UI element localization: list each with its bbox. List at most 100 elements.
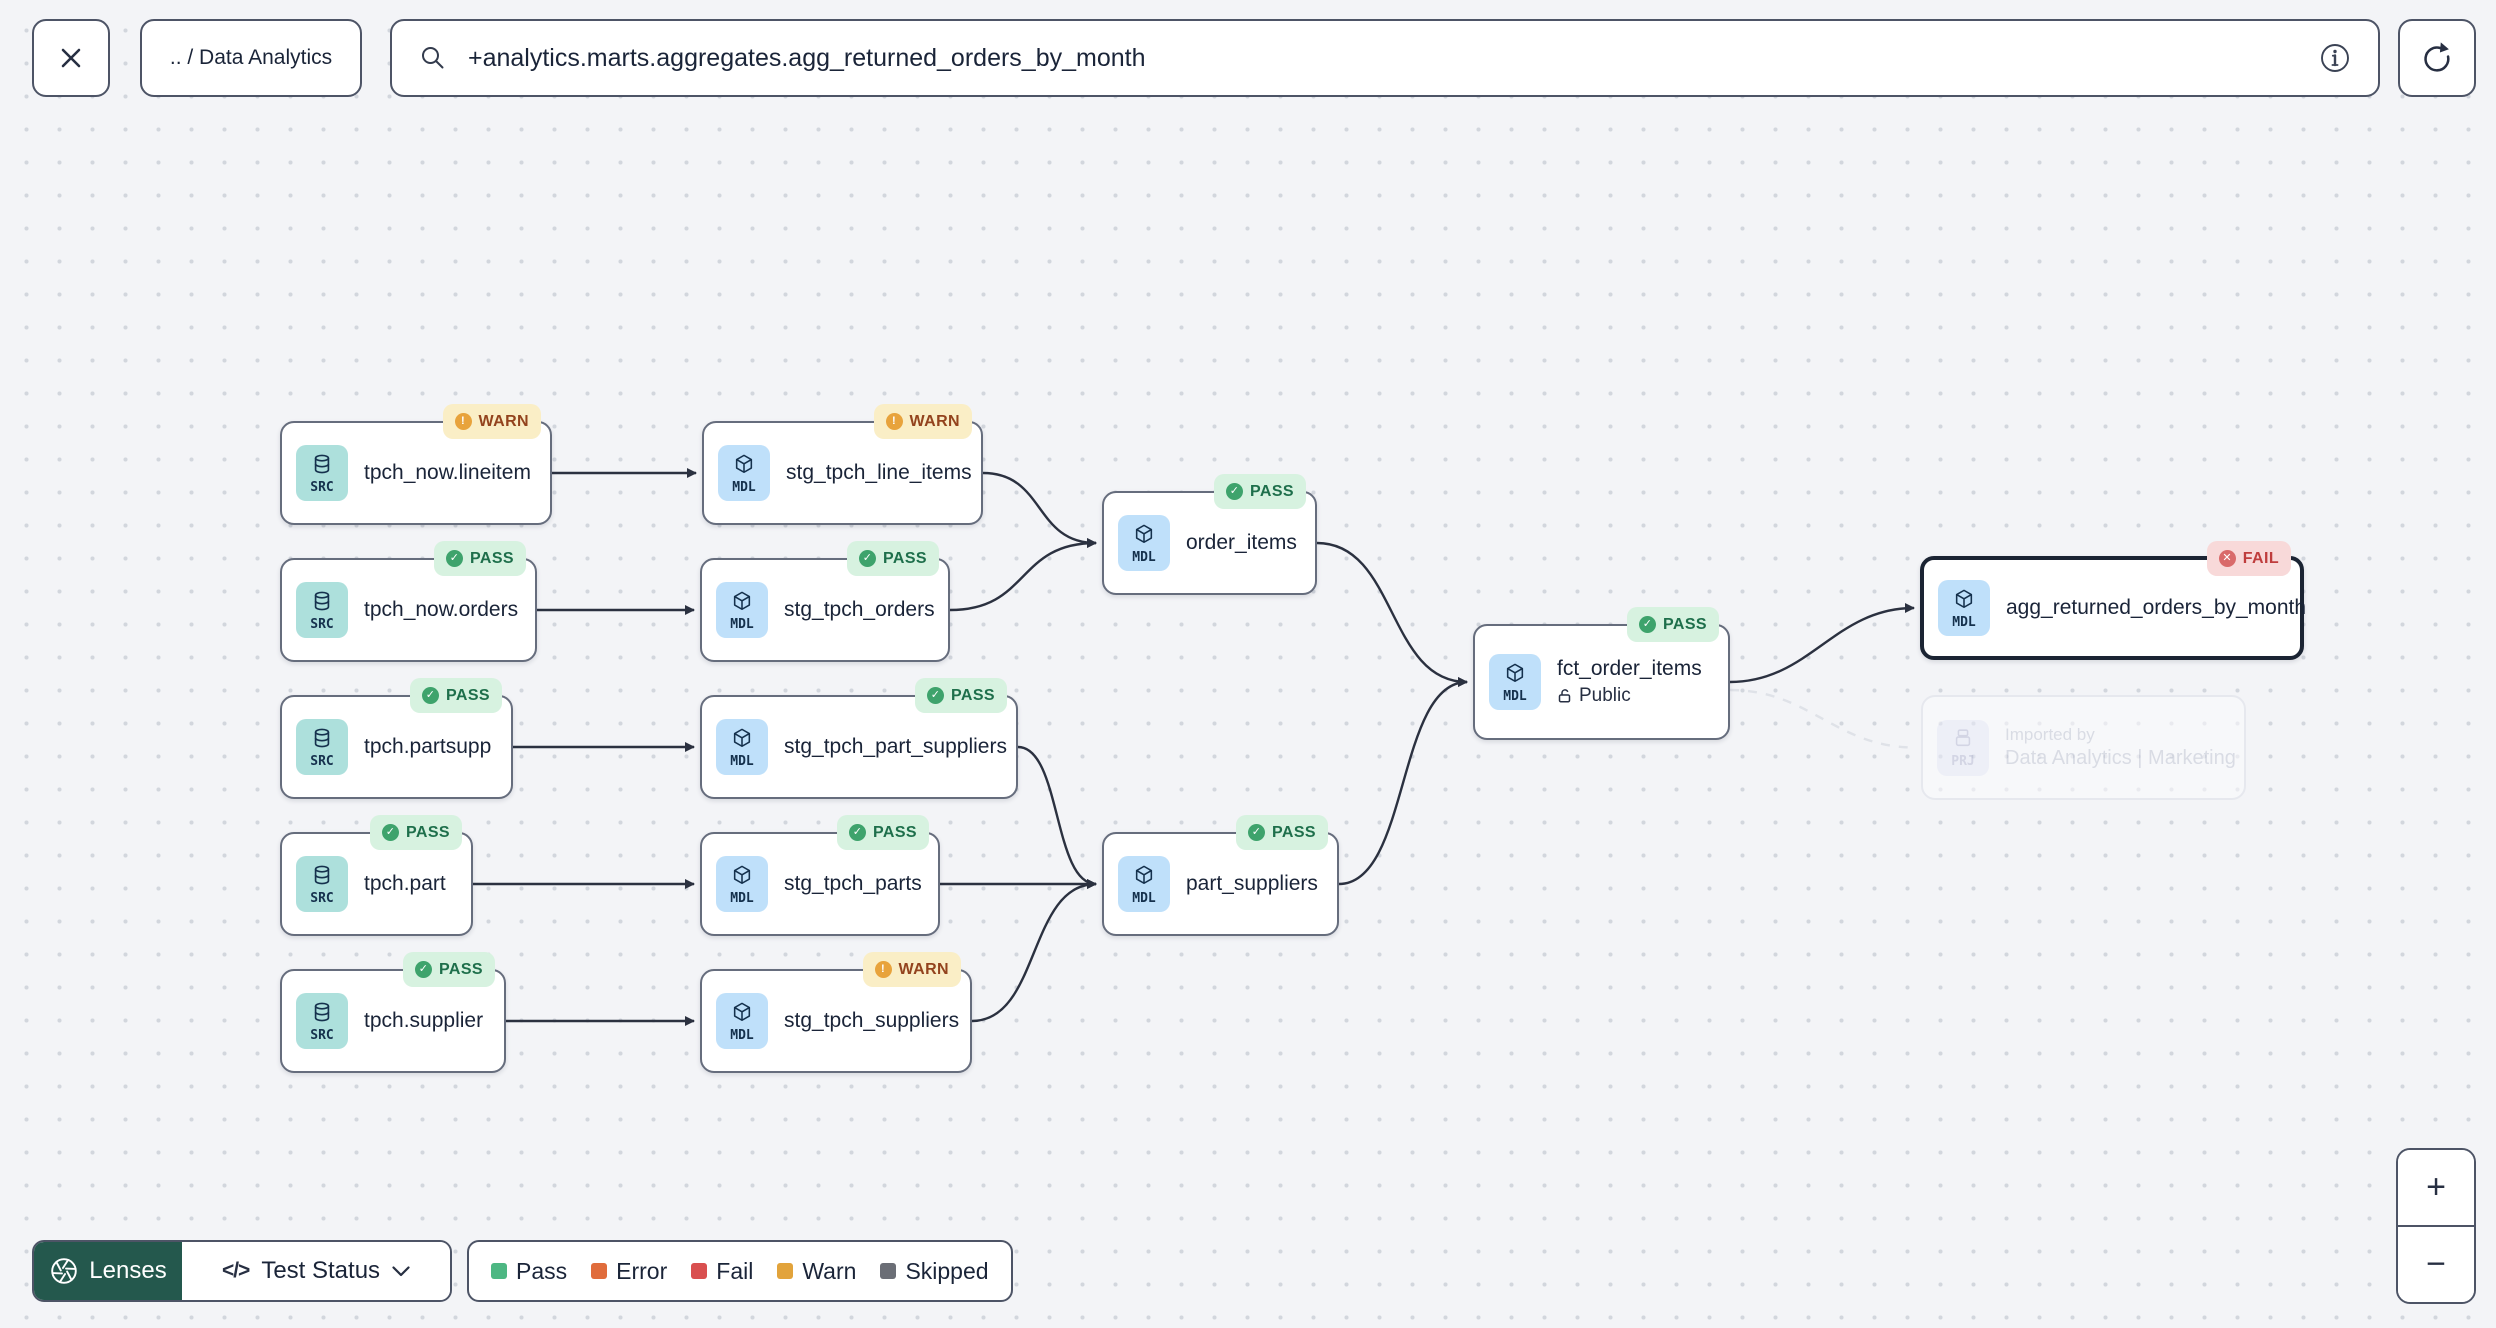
search-bar[interactable] [390, 19, 2380, 97]
project-icon [1952, 727, 1974, 754]
status-badge-pass: ✓PASS [837, 815, 929, 850]
database-icon [311, 590, 333, 617]
legend-item-fail: Fail [691, 1258, 753, 1285]
legend-swatch [777, 1263, 794, 1279]
node-label: stg_tpch_suppliers [784, 1009, 960, 1032]
check-circle-icon: ✓ [422, 687, 440, 704]
breadcrumb[interactable]: .. / Data Analytics [140, 19, 362, 97]
lineage-edge [982, 471, 1097, 548]
mdl-chip: MDL [716, 993, 768, 1049]
lens-bar: Lenses </> Test Status [32, 1240, 452, 1302]
legend-label: Pass [516, 1257, 568, 1284]
check-circle-icon: ✓ [1639, 616, 1657, 633]
info-icon[interactable] [2318, 41, 2352, 75]
mdl-chip: MDL [718, 445, 770, 501]
node-label: stg_tpch_part_suppliers [784, 735, 1007, 758]
legend-swatch [880, 1263, 897, 1279]
legend-swatch [591, 1263, 608, 1279]
cube-icon [731, 1001, 753, 1028]
chevron-down-icon [392, 1265, 410, 1277]
mdl-chip: MDL [716, 582, 768, 638]
lineage-edge [1729, 688, 1916, 749]
src-chip: SRC [296, 719, 348, 775]
lineage-edge [1017, 745, 1097, 889]
unlock-icon [1557, 688, 1573, 704]
cube-icon [1133, 523, 1155, 550]
search-icon [418, 43, 448, 73]
mdl-chip: MDL [1938, 580, 1990, 636]
lineage-edge [971, 879, 1097, 1023]
cube-icon [1504, 662, 1526, 689]
lineage-edge [1338, 677, 1468, 886]
database-icon [311, 1001, 333, 1028]
prj-chip: PRJ [1937, 719, 1989, 776]
mdl-chip: MDL [1118, 856, 1170, 912]
legend-swatch [491, 1263, 507, 1279]
node-label: fct_order_items [1557, 657, 1702, 680]
graph-node-tpch_supplier[interactable]: ✓PASS SRC tpch.supplier [280, 952, 506, 1073]
aperture-icon [49, 1256, 79, 1286]
graph-node-stg_tpch_part_suppliers[interactable]: ✓PASS MDL stg_tpch_part_suppliers [700, 678, 1018, 799]
check-circle-icon: ✓ [1248, 824, 1266, 841]
mdl-chip: MDL [716, 719, 768, 775]
check-circle-icon: ✓ [849, 824, 867, 841]
node-label: Imported by [2005, 725, 2095, 744]
cube-icon [731, 864, 753, 891]
legend-label: Error [616, 1257, 668, 1284]
status-badge-pass: ✓PASS [403, 952, 495, 987]
node-label: tpch.supplier [364, 1009, 484, 1032]
status-badge-warn: !WARN [442, 404, 541, 439]
cube-icon [733, 453, 755, 480]
node-label: tpch_now.lineitem [364, 461, 531, 484]
lenses-button[interactable]: Lenses [34, 1242, 182, 1300]
node-label: tpch.partsupp [364, 735, 492, 758]
check-circle-icon: ✓ [415, 961, 433, 978]
legend-item-warn: Warn [777, 1258, 856, 1285]
node-label: part_suppliers [1186, 872, 1318, 895]
legend-label: Warn [802, 1257, 857, 1284]
zoom-out-button[interactable]: − [2398, 1227, 2474, 1302]
zoom-in-button[interactable]: + [2398, 1150, 2474, 1227]
graph-node-part_suppliers[interactable]: ✓PASS MDL part_suppliers [1102, 815, 1339, 936]
node-label: stg_tpch_orders [784, 598, 935, 621]
node-label: tpch_now.orders [364, 598, 519, 621]
node-label: stg_tpch_line_items [786, 461, 972, 484]
status-badge-pass: ✓PASS [915, 678, 1007, 713]
search-input[interactable] [466, 42, 2300, 74]
refresh-icon [2418, 39, 2456, 77]
cube-icon [1133, 864, 1155, 891]
lens-selector[interactable]: </> Test Status [182, 1242, 450, 1300]
cube-icon [731, 727, 753, 754]
zoom-controls: + − [2396, 1148, 2476, 1304]
src-chip: SRC [296, 993, 348, 1049]
mdl-chip: MDL [1118, 515, 1170, 571]
close-icon [55, 42, 87, 74]
status-badge-fail: ✕FAIL [2206, 541, 2291, 576]
graph-node-stg_tpch_suppliers[interactable]: !WARN MDL stg_tpch_suppliers [700, 952, 972, 1073]
status-badge-pass: ✓PASS [370, 815, 462, 850]
lineage-edge [1316, 541, 1468, 687]
status-badge-warn: !WARN [862, 952, 961, 987]
node-access-level: Public [1557, 685, 1702, 707]
close-button[interactable] [32, 19, 110, 97]
warning-circle-icon: ! [874, 961, 892, 978]
lineage-edge [949, 538, 1097, 612]
cube-icon [1953, 588, 1975, 615]
refresh-button[interactable] [2398, 19, 2476, 97]
warning-circle-icon: ! [454, 413, 472, 430]
status-badge-pass: ✓PASS [1236, 815, 1328, 850]
breadcrumb-label: .. / Data Analytics [169, 46, 333, 69]
x-circle-icon: ✕ [2218, 550, 2236, 567]
